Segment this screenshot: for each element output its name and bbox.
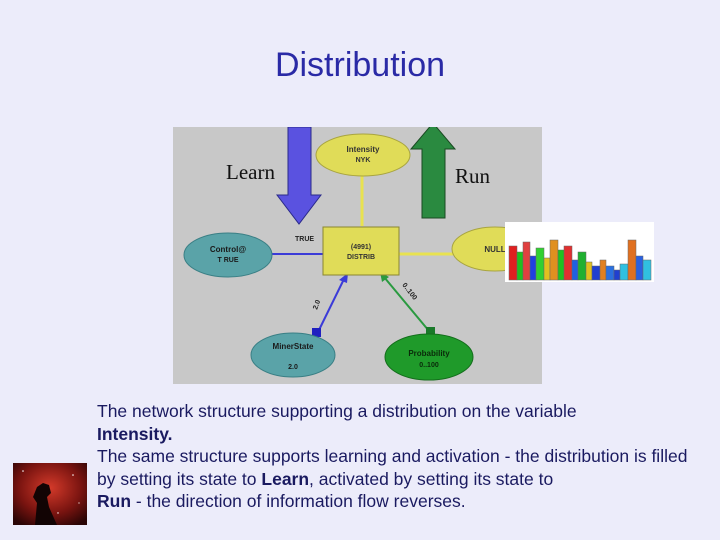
node-probability: [384, 333, 474, 381]
node-control-value: T RUE: [218, 257, 239, 264]
description: The network structure supporting a distr…: [97, 400, 709, 513]
node-center-label: (4991): [351, 244, 371, 251]
edge-label-true: TRUE: [295, 236, 314, 243]
node-probability-label: Probability: [408, 349, 450, 358]
node-center-value: DISTRIB: [347, 254, 375, 261]
edge-label-miner: 2.0: [312, 299, 322, 311]
edge-end-marker: [312, 328, 321, 337]
description-line1: The network structure supporting a distr…: [97, 401, 577, 421]
description-line2: The same structure supports learning and…: [97, 446, 688, 489]
edge-end-marker: [426, 327, 435, 336]
slide-title: Distribution: [274, 46, 446, 84]
run-arrow-icon: [409, 127, 457, 219]
edge-center-probability: [383, 276, 430, 332]
node-miner-state: [250, 332, 336, 378]
distribution-histogram-icon: [505, 222, 654, 282]
node-miner-value: 2.0: [288, 364, 298, 371]
node-center: [322, 226, 400, 276]
description-run: Run: [97, 491, 132, 511]
node-probability-value: 0..100: [419, 362, 439, 369]
description-line4: - the direction of information flow reve…: [131, 491, 466, 511]
description-line3: , activated by setting its state to: [309, 468, 554, 489]
learn-arrow-icon: [275, 127, 323, 225]
node-intensity-label: Intensity: [347, 145, 380, 154]
learn-label: Learn: [226, 160, 275, 184]
horsehead-nebula-logo: [13, 463, 87, 525]
node-intensity-value: NYK: [356, 157, 371, 164]
run-label: Run: [455, 164, 491, 188]
node-intensity: [315, 133, 411, 177]
node-control-label: Control@: [210, 245, 246, 254]
description-learn: Learn: [261, 468, 310, 489]
node-miner-label: MinerState: [273, 342, 314, 351]
edge-miner-center: [317, 276, 346, 333]
node-control: [183, 232, 273, 278]
node-null-label: NULL: [484, 245, 505, 254]
description-intensity: Intensity.: [97, 423, 173, 444]
